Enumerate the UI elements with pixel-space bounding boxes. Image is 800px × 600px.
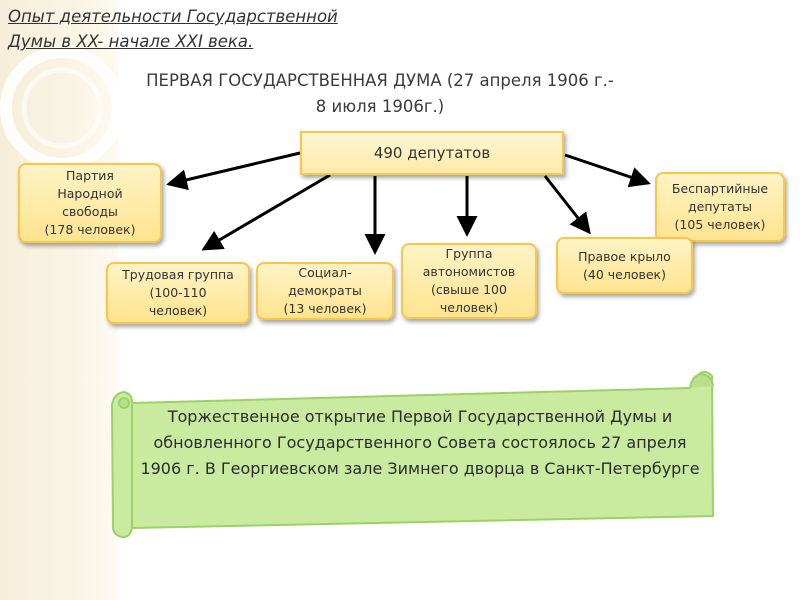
autonomists-group-box: Группа автономистов (свыше 100 человек) — [401, 243, 537, 319]
trudovik-group-box: Трудовая группа (100-110 человек) — [106, 262, 250, 324]
right-wing-box: Правое крыло (40 человек) — [556, 237, 693, 294]
note-text: Торжественное открытие Первой Государств… — [140, 407, 700, 478]
arrow-to-right — [543, 175, 591, 235]
header-line-1: Опыт деятельности Государственной — [8, 7, 338, 26]
header-line-2: Думы в XX- начале XXI века. — [8, 32, 254, 51]
diagram-title: ПЕРВАЯ ГОСУДАРСТВЕННАЯ ДУМА (27 апреля 1… — [146, 71, 614, 116]
total-deputies-box: 490 депутатов — [300, 131, 564, 175]
nonparty-deputies-box: Беспартийные депутаты (105 человек) — [655, 172, 785, 242]
social-democrats-box: Социал- демократы (13 человек) — [256, 262, 394, 320]
slide-header: Опыт деятельности Государственной Думы в… — [8, 4, 428, 54]
arrow-to-kadets — [166, 151, 301, 191]
arrow-to-trudovik — [201, 173, 331, 251]
arrow-to-nonparty — [564, 153, 651, 188]
kadets-party-box: Партия Народной свободы (178 человек) — [18, 163, 162, 243]
